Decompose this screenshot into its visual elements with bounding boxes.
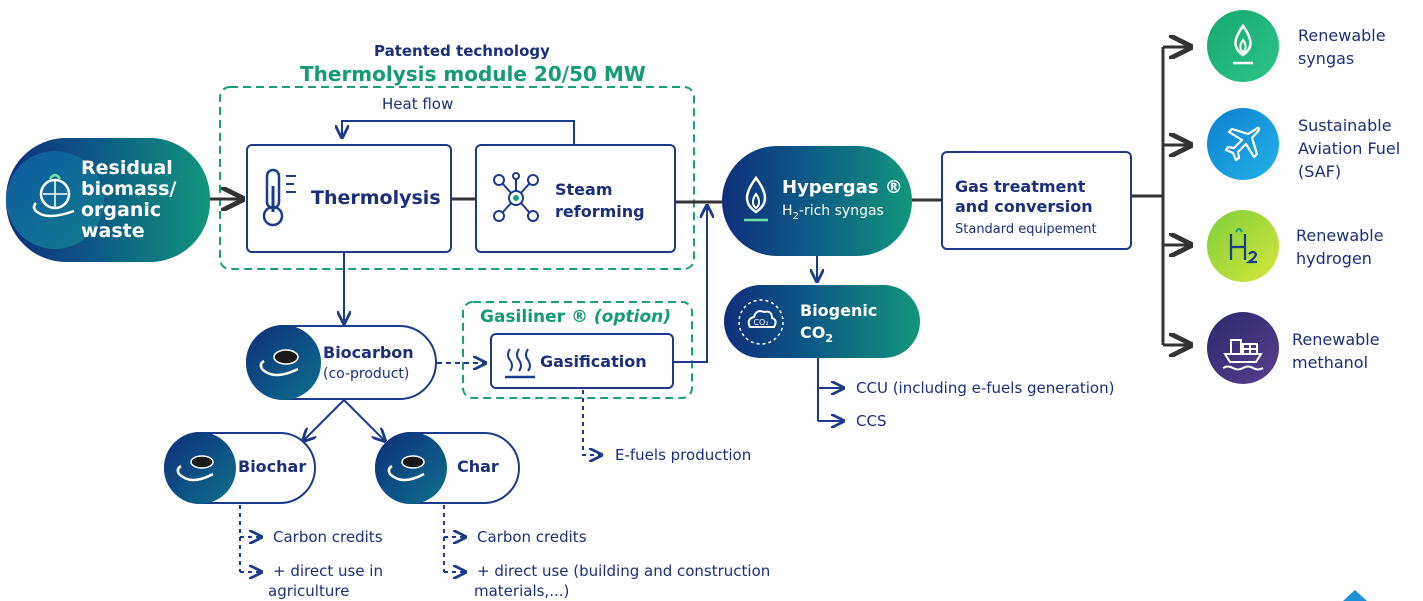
product-hydrogen-circle xyxy=(1207,210,1279,282)
ccu-output: CCU (including e-fuels generation) xyxy=(856,379,1115,397)
biochar-title: Biochar xyxy=(238,457,307,476)
hypergas-pill: Hypergas ® H2-rich syngas xyxy=(722,146,912,256)
biogenic-co2-pill: CO₂ Biogenic CO2 xyxy=(724,285,920,358)
biogenic-co-index: 2 xyxy=(825,332,833,346)
hydrogen-icon xyxy=(1229,227,1258,264)
product-syngas-circle xyxy=(1207,10,1279,82)
thermolysis-label: Thermolysis xyxy=(311,187,441,209)
hypergas-sub-index: 2 xyxy=(792,210,799,222)
product-saf-line2: Aviation Fuel xyxy=(1298,139,1401,158)
efuels-output: E-fuels production xyxy=(615,446,752,464)
ship-icon xyxy=(1222,339,1264,371)
product-hydrogen-line1: Renewable xyxy=(1296,226,1384,245)
flame-icon xyxy=(1233,23,1253,65)
biogenic-line1: Biogenic xyxy=(800,301,878,320)
product-methanol-line2: methanol xyxy=(1292,353,1369,372)
biogenic-co: CO xyxy=(800,323,826,342)
airplane-icon xyxy=(1224,126,1261,162)
corner-logo-fragment xyxy=(1343,590,1367,601)
gas-treatment-box: Gas treatment and conversion Standard eq… xyxy=(941,151,1132,250)
char-out2-line2: materials,...) xyxy=(474,582,570,600)
steam-reforming-box: Steam reforming xyxy=(475,144,676,253)
biogenic-line2: CO2 xyxy=(800,322,877,350)
gas-treatment-line2: and conversion xyxy=(955,197,1093,216)
co2-cloud-icon: CO₂ xyxy=(738,299,784,345)
heat-waves-icon xyxy=(505,348,535,379)
gasiliner-title: Gasiliner ® (option) xyxy=(480,307,671,327)
steam-line1: Steam xyxy=(555,180,613,199)
gas-treatment-line3: Standard equipement xyxy=(955,222,1097,237)
globe-hand-icon xyxy=(6,151,104,249)
gasiliner-name: Gasiliner ® xyxy=(480,307,588,327)
char-out2-line1: + direct use (building and construction xyxy=(477,562,771,580)
hand-carbon-icon xyxy=(246,325,321,400)
input-line1: Residual xyxy=(81,157,173,179)
steam-line2: reforming xyxy=(555,202,645,221)
char-out1: Carbon credits xyxy=(477,528,587,546)
thermometer-icon xyxy=(262,168,296,227)
ccs-output: CCS xyxy=(856,412,887,430)
char-title: Char xyxy=(457,457,499,476)
gasiliner-option: (option) xyxy=(593,307,672,327)
product-methanol-circle xyxy=(1207,312,1279,384)
product-saf-line3: (SAF) xyxy=(1298,162,1342,181)
product-saf-line1: Sustainable xyxy=(1298,116,1392,135)
hand-biochar-icon xyxy=(164,432,236,504)
heat-flow-label: Heat flow xyxy=(382,95,454,113)
gasification-label: Gasification xyxy=(540,352,647,371)
biochar-out1: Carbon credits xyxy=(273,528,383,546)
product-methanol-line1: Renewable xyxy=(1292,330,1380,349)
biochar-pill: Biochar xyxy=(164,432,316,504)
flame-icon xyxy=(744,175,768,222)
input-line2: biomass/ xyxy=(81,178,177,200)
product-syngas-line1: Renewable xyxy=(1298,26,1386,45)
patented-label: Patented technology xyxy=(374,42,550,60)
biocarbon-pill: Biocarbon (co-product) xyxy=(246,325,437,400)
hypergas-sub-prefix: H xyxy=(782,203,793,219)
biocarbon-sub: (co-product) xyxy=(323,366,410,382)
svg-text:CO₂: CO₂ xyxy=(753,318,768,327)
hypergas-subtitle: H2-rich syngas xyxy=(782,203,884,222)
input-feedstock-pill: Residual biomass/ organic waste xyxy=(6,138,210,262)
module-title: Thermolysis module 20/50 MW xyxy=(300,62,646,86)
biocarbon-title: Biocarbon xyxy=(323,343,414,362)
product-saf-circle xyxy=(1207,108,1279,180)
thermolysis-module-frame xyxy=(219,86,695,270)
char-pill: Char xyxy=(375,432,520,504)
thermolysis-box: Thermolysis xyxy=(246,144,452,253)
molecule-icon xyxy=(493,172,539,222)
gasiliner-frame xyxy=(462,301,693,399)
biochar-out2-line2: agriculture xyxy=(268,582,350,600)
hand-char-icon xyxy=(375,432,447,504)
product-hydrogen-line2: hydrogen xyxy=(1296,249,1372,268)
hypergas-sub-rest: -rich syngas xyxy=(798,203,884,219)
input-line4: waste xyxy=(81,220,145,242)
biochar-out2-line1: + direct use in xyxy=(273,562,383,580)
gasification-box: Gasification xyxy=(490,333,674,389)
product-syngas-line2: syngas xyxy=(1298,49,1355,68)
gas-treatment-line1: Gas treatment xyxy=(955,177,1086,196)
input-line3: organic xyxy=(81,199,162,221)
hypergas-title: Hypergas ® xyxy=(782,177,903,198)
